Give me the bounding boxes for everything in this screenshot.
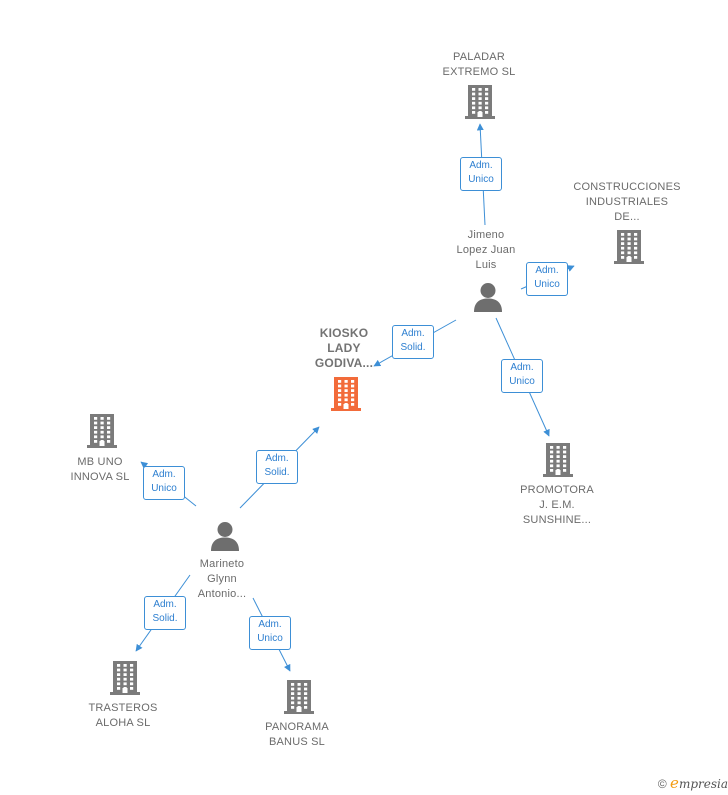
brand-initial: e xyxy=(670,774,679,792)
edge-badge-marineto-panorama[interactable]: Adm. Unico xyxy=(249,616,291,650)
building-icon[interactable] xyxy=(331,377,361,416)
building-icon[interactable] xyxy=(110,661,140,700)
building-icon[interactable] xyxy=(614,230,644,269)
person-icon[interactable] xyxy=(210,521,240,556)
person-icon[interactable] xyxy=(473,282,503,317)
node-label-kiosko[interactable]: KIOSKO LADY GODIVA... xyxy=(314,326,374,370)
edge-badge-marineto-mbuno[interactable]: Adm. Unico xyxy=(143,466,185,500)
node-label-mbuno[interactable]: MB UNO INNOVA SL xyxy=(70,456,130,483)
building-icon[interactable] xyxy=(87,414,117,453)
node-label-trasteros[interactable]: TRASTEROS ALOHA SL xyxy=(88,702,158,729)
edge-badge-jimeno-construcciones[interactable]: Adm. Unico xyxy=(526,262,568,296)
node-label-construcciones[interactable]: CONSTRUCCIONES INDUSTRIALES DE... xyxy=(573,181,681,223)
edge-badge-jimeno-paladar[interactable]: Adm. Unico xyxy=(460,157,502,191)
edge-badge-marineto-kiosko[interactable]: Adm. Solid. xyxy=(256,450,298,484)
edge-badge-marineto-trasteros[interactable]: Adm. Solid. xyxy=(144,596,186,630)
node-label-promotora[interactable]: PROMOTORA J. E.M. SUNSHINE... xyxy=(520,484,594,526)
building-icon[interactable] xyxy=(284,680,314,719)
building-icon[interactable] xyxy=(543,443,573,482)
node-label-jimeno[interactable]: Jimeno Lopez Juan Luis xyxy=(456,229,516,271)
copyright-symbol: © xyxy=(657,777,667,791)
node-label-paladar[interactable]: PALADAR EXTREMO SL xyxy=(442,51,516,78)
brand-name: mpresia xyxy=(678,777,728,791)
edge-badge-jimeno-kiosko[interactable]: Adm. Solid. xyxy=(392,325,434,359)
building-icon[interactable] xyxy=(465,85,495,124)
brand-watermark: © empresia xyxy=(658,774,728,792)
node-label-panorama[interactable]: PANORAMA BANUS SL xyxy=(265,721,329,748)
node-label-marineto[interactable]: Marineto Glynn Antonio... xyxy=(197,558,247,600)
edge-badge-jimeno-promotora[interactable]: Adm. Unico xyxy=(501,359,543,393)
